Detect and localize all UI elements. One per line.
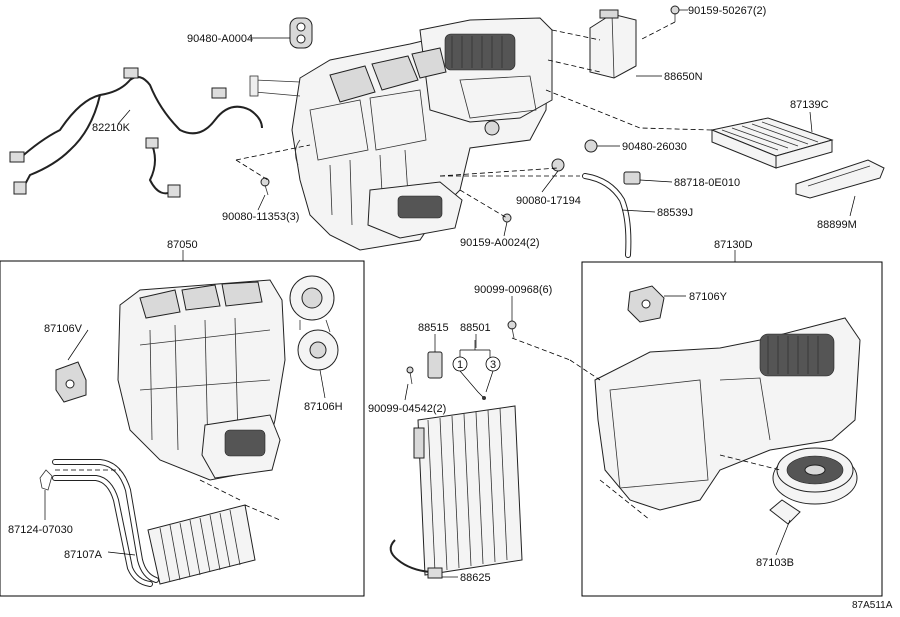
grommet-26030 bbox=[584, 139, 598, 153]
servo-87106y bbox=[627, 285, 665, 323]
label-90159-a0024: 90159-A0024(2) bbox=[460, 237, 540, 249]
frame-87130d bbox=[581, 261, 883, 597]
screw-90099-04542 bbox=[406, 366, 414, 385]
screw-90080-11353 bbox=[260, 177, 270, 196]
cover-88899m bbox=[795, 159, 885, 199]
label-88501: 88501 bbox=[460, 322, 491, 334]
drain-hose-88539j bbox=[582, 173, 632, 258]
nut-90080-17194 bbox=[551, 158, 565, 172]
figure-id: 87A511A bbox=[852, 600, 893, 611]
main-hvac-assembly bbox=[249, 17, 553, 251]
label-88539j: 88539J bbox=[657, 207, 693, 219]
label-90480-a0004: 90480-A0004 bbox=[187, 33, 253, 45]
label-88650n: 88650N bbox=[664, 71, 703, 83]
label-87124-07030: 87124-07030 bbox=[8, 524, 73, 536]
label-87139c: 87139C bbox=[790, 99, 829, 111]
screw-90159-50267 bbox=[670, 5, 680, 22]
circle-1-label: 1 bbox=[457, 359, 463, 371]
label-87130d: 87130D bbox=[714, 239, 753, 251]
label-90080-11353: 90080-11353(3) bbox=[222, 211, 299, 223]
evaporator-88501 bbox=[413, 405, 523, 576]
label-87050: 87050 bbox=[167, 239, 198, 251]
servo-87106h bbox=[289, 275, 339, 371]
heater-case-87050 bbox=[117, 279, 286, 481]
expansion-valve-88515 bbox=[427, 351, 443, 379]
label-88515: 88515 bbox=[418, 322, 449, 334]
amplifier-88650n bbox=[589, 9, 637, 79]
frame-87050 bbox=[0, 260, 365, 597]
label-90099-04542: 90099-04542(2) bbox=[368, 403, 446, 415]
sensor-88718 bbox=[623, 171, 641, 185]
leader-lines bbox=[44, 9, 856, 578]
screw-90099-00968 bbox=[507, 320, 517, 339]
clamp-87124-07030 bbox=[39, 469, 53, 491]
left-dashed-lines bbox=[55, 469, 281, 521]
label-87106y: 87106Y bbox=[689, 291, 728, 303]
heater-core-87107a bbox=[52, 459, 256, 587]
wire-harness-82210k bbox=[9, 67, 263, 198]
label-87106v: 87106V bbox=[44, 323, 83, 335]
label-88899m: 88899M bbox=[817, 219, 857, 231]
label-90159-50267: 90159-50267(2) bbox=[688, 5, 766, 17]
label-87107a: 87107A bbox=[64, 549, 103, 561]
label-87106h: 87106H bbox=[304, 401, 343, 413]
part-labels: 90480-A0004 90159-50267(2) 88650N 82210K… bbox=[8, 5, 893, 611]
label-87103b: 87103B bbox=[756, 557, 794, 569]
label-88718-0e010: 88718-0E010 bbox=[674, 177, 740, 189]
grommet-a0004 bbox=[289, 17, 313, 49]
top-dashed-lines bbox=[235, 21, 713, 219]
thermistor-88625 bbox=[389, 539, 443, 579]
blower-case-87130d bbox=[594, 317, 861, 511]
label-90099-00968: 90099-00968(6) bbox=[474, 284, 552, 296]
label-90480-26030: 90480-26030 bbox=[622, 141, 687, 153]
circle-3-label: 3 bbox=[490, 359, 496, 371]
filter-87139c bbox=[710, 117, 834, 169]
label-90080-17194: 90080-17194 bbox=[516, 195, 581, 207]
circle-1: 1 bbox=[452, 356, 468, 372]
servo-87106v bbox=[55, 361, 87, 403]
label-88625: 88625 bbox=[460, 572, 491, 584]
blower-motor-87103b bbox=[769, 447, 858, 525]
circle-3: 3 bbox=[485, 356, 501, 372]
right-dashed-lines bbox=[569, 359, 781, 521]
label-82210k: 82210K bbox=[92, 122, 131, 134]
screw-90159-a0024 bbox=[502, 213, 512, 223]
